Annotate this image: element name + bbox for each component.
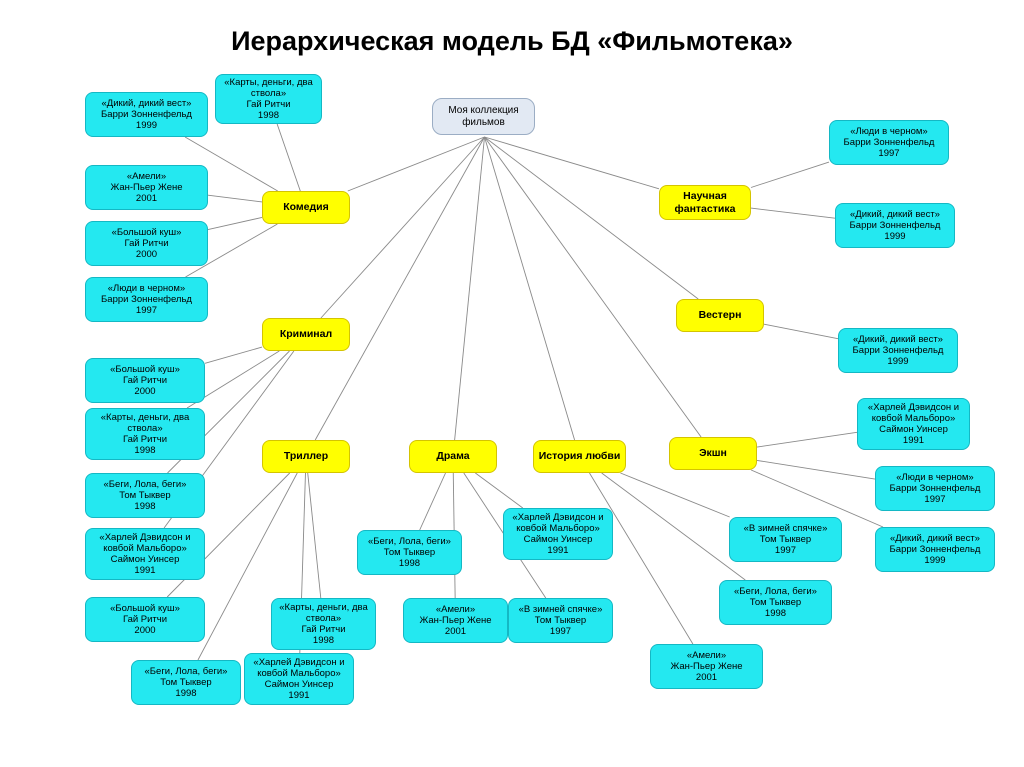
edge-cat-romance-to-m-rom-2: [601, 472, 746, 581]
movie-node-m-drama-3[interactable]: «Харлей Дэвидсон и ковбой Мальборо» Сайм…: [503, 508, 613, 560]
movie-node-m-thr-2-label: «Беги, Лола, беги» Том Тыквер 1998: [144, 665, 228, 700]
edge-cat-drama-to-m-drama-3: [475, 472, 524, 509]
movie-node-m-act-3[interactable]: «Дикий, дикий вест» Барри Зонненфельд 19…: [875, 527, 995, 572]
category-node-crime[interactable]: Криминал: [262, 318, 350, 351]
movie-node-m-scifi-2-label: «Дикий, дикий вест» Барри Зонненфельд 19…: [849, 208, 941, 243]
movie-node-m-thr-4[interactable]: «Харлей Дэвидсон и ковбой Мальборо» Сайм…: [244, 653, 354, 705]
edge-root-to-cat-comedy: [347, 136, 485, 192]
movie-node-m-comedy-4[interactable]: «Большой куш» Гай Ритчи 2000: [85, 221, 208, 266]
edge-cat-action-to-m-act-1: [756, 431, 858, 448]
movie-node-m-comedy-3-label: «Амели» Жан-Пьер Жене 2001: [110, 170, 183, 205]
movie-node-m-act-1-label: «Харлей Дэвидсон и ковбой Мальборо» Сайм…: [867, 401, 960, 447]
movie-node-m-scifi-2[interactable]: «Дикий, дикий вест» Барри Зонненфельд 19…: [835, 203, 955, 248]
category-node-western-label: Вестерн: [698, 309, 742, 322]
category-node-scifi[interactable]: Научная фантастика: [659, 185, 751, 220]
movie-node-m-scifi-1-label: «Люди в черном» Барри Зонненфельд 1997: [843, 125, 935, 160]
category-node-scifi-label: Научная фантастика: [674, 190, 736, 215]
category-node-crime-label: Криминал: [279, 328, 333, 341]
movie-node-m-comedy-1-label: «Дикий, дикий вест» Барри Зонненфельд 19…: [101, 97, 192, 132]
root-node-my-film-collection-label: Моя коллекция фильмов: [448, 104, 519, 128]
movie-node-m-comedy-1[interactable]: «Дикий, дикий вест» Барри Зонненфельд 19…: [85, 92, 208, 137]
movie-node-m-rom-2[interactable]: «Беги, Лола, беги» Том Тыквер 1998: [719, 580, 832, 625]
movie-node-m-comedy-5[interactable]: «Люди в черном» Барри Зонненфельд 1997: [85, 277, 208, 322]
category-node-thriller[interactable]: Триллер: [262, 440, 350, 473]
movie-node-m-drama-4-label: «В зимней спячке» Том Тыквер 1997: [518, 603, 603, 638]
movie-node-m-rom-1-label: «В зимней спячке» Том Тыквер 1997: [743, 522, 828, 557]
edge-cat-romance-to-m-rom-1: [620, 472, 730, 518]
movie-node-m-rom-2-label: «Беги, Лола, беги» Том Тыквер 1998: [734, 585, 817, 620]
movie-node-m-thr-3[interactable]: «Карты, деньги, два ствола» Гай Ритчи 19…: [271, 598, 376, 650]
movie-node-m-crime-2-label: «Карты, деньги, два ствола» Гай Ритчи 19…: [100, 411, 190, 457]
movie-node-m-thr-1-label: «Большой куш» Гай Ритчи 2000: [110, 602, 180, 637]
movie-node-m-comedy-2[interactable]: «Карты, деньги, два ствола» Гай Ритчи 19…: [215, 74, 322, 124]
category-node-comedy-label: Комедия: [283, 201, 329, 214]
category-node-western[interactable]: Вестерн: [676, 299, 764, 332]
edge-cat-western-to-m-west-1: [763, 323, 839, 340]
category-node-thriller-label: Триллер: [283, 450, 329, 463]
edge-cat-crime-to-m-crime-1: [204, 346, 263, 364]
movie-node-m-drama-1[interactable]: «Беги, Лола, беги» Том Тыквер 1998: [357, 530, 462, 575]
edge-cat-comedy-to-m-comedy-4: [207, 216, 263, 231]
root-node-my-film-collection[interactable]: Моя коллекция фильмов: [432, 98, 535, 135]
edge-root-to-cat-thriller: [314, 136, 485, 441]
movie-node-m-drama-2[interactable]: «Амели» Жан-Пьер Жене 2001: [403, 598, 508, 643]
category-node-action[interactable]: Экшн: [669, 437, 757, 470]
category-node-drama-label: Драма: [436, 450, 470, 463]
movie-node-m-crime-1[interactable]: «Большой куш» Гай Ритчи 2000: [85, 358, 205, 403]
edge-cat-scifi-to-m-scifi-1: [750, 161, 830, 188]
edge-root-to-cat-scifi: [484, 136, 660, 190]
movie-node-m-crime-4[interactable]: «Харлей Дэвидсон и ковбой Мальборо» Сайм…: [85, 528, 205, 580]
movie-node-m-act-2[interactable]: «Люди в черном» Барри Зонненфельд 1997: [875, 466, 995, 511]
edge-cat-comedy-to-m-comedy-3: [207, 194, 263, 203]
movie-node-m-crime-3[interactable]: «Беги, Лола, беги» Том Тыквер 1998: [85, 473, 205, 518]
movie-node-m-thr-3-label: «Карты, деньги, два ствола» Гай Ритчи 19…: [279, 601, 368, 647]
movie-node-m-crime-3-label: «Беги, Лола, беги» Том Тыквер 1998: [103, 478, 187, 513]
edge-root-to-cat-romance: [484, 136, 576, 441]
edge-cat-comedy-to-m-comedy-2: [276, 123, 301, 192]
edge-cat-drama-to-m-drama-1: [419, 472, 446, 531]
movie-node-m-crime-2[interactable]: «Карты, деньги, два ствола» Гай Ритчи 19…: [85, 408, 205, 460]
edge-root-to-cat-action: [484, 136, 702, 438]
category-node-drama[interactable]: Драма: [409, 440, 497, 473]
movie-node-m-act-1[interactable]: «Харлей Дэвидсон и ковбой Мальборо» Сайм…: [857, 398, 970, 450]
page-title: Иерархическая модель БД «Фильмотека»: [231, 26, 793, 56]
movie-node-m-rom-3-label: «Амели» Жан-Пьер Жене 2001: [670, 649, 743, 684]
movie-node-m-drama-4[interactable]: «В зимней спячке» Том Тыквер 1997: [508, 598, 613, 643]
movie-node-m-crime-1-label: «Большой куш» Гай Ритчи 2000: [110, 363, 180, 398]
movie-node-m-scifi-1[interactable]: «Люди в черном» Барри Зонненфельд 1997: [829, 120, 949, 165]
edge-cat-scifi-to-m-scifi-2: [750, 207, 836, 219]
category-node-romance[interactable]: История любви: [533, 440, 626, 473]
movie-node-m-rom-3[interactable]: «Амели» Жан-Пьер Жене 2001: [650, 644, 763, 689]
movie-node-m-comedy-2-label: «Карты, деньги, два ствола» Гай Ритчи 19…: [224, 76, 313, 122]
movie-node-m-comedy-4-label: «Большой куш» Гай Ритчи 2000: [111, 226, 182, 261]
movie-node-m-act-3-label: «Дикий, дикий вест» Барри Зонненфельд 19…: [889, 532, 981, 567]
movie-node-m-west-1[interactable]: «Дикий, дикий вест» Барри Зонненфельд 19…: [838, 328, 958, 373]
category-node-comedy[interactable]: Комедия: [262, 191, 350, 224]
movie-node-m-thr-4-label: «Харлей Дэвидсон и ковбой Мальборо» Сайм…: [253, 656, 345, 702]
movie-node-m-rom-1[interactable]: «В зимней спячке» Том Тыквер 1997: [729, 517, 842, 562]
movie-node-m-thr-1[interactable]: «Большой куш» Гай Ритчи 2000: [85, 597, 205, 642]
edge-root-to-cat-crime: [320, 136, 485, 319]
movie-node-m-drama-3-label: «Харлей Дэвидсон и ковбой Мальборо» Сайм…: [512, 511, 604, 557]
movie-node-m-drama-1-label: «Беги, Лола, беги» Том Тыквер 1998: [368, 535, 451, 570]
category-node-romance-label: История любви: [538, 450, 621, 463]
movie-node-m-crime-4-label: «Харлей Дэвидсон и ковбой Мальборо» Сайм…: [99, 531, 191, 577]
movie-node-m-comedy-5-label: «Люди в черном» Барри Зонненфельд 1997: [101, 282, 192, 317]
movie-node-m-thr-2[interactable]: «Беги, Лола, беги» Том Тыквер 1998: [131, 660, 241, 705]
edge-cat-thriller-to-m-thr-3: [307, 472, 322, 599]
movie-node-m-west-1-label: «Дикий, дикий вест» Барри Зонненфельд 19…: [852, 333, 944, 368]
movie-node-m-comedy-3[interactable]: «Амели» Жан-Пьер Жене 2001: [85, 165, 208, 210]
movie-node-m-drama-2-label: «Амели» Жан-Пьер Жене 2001: [419, 603, 492, 638]
category-node-action-label: Экшн: [699, 447, 727, 460]
edge-root-to-cat-drama: [454, 136, 485, 441]
movie-node-m-act-2-label: «Люди в черном» Барри Зонненфельд 1997: [889, 471, 981, 506]
edge-cat-action-to-m-act-2: [756, 459, 876, 480]
